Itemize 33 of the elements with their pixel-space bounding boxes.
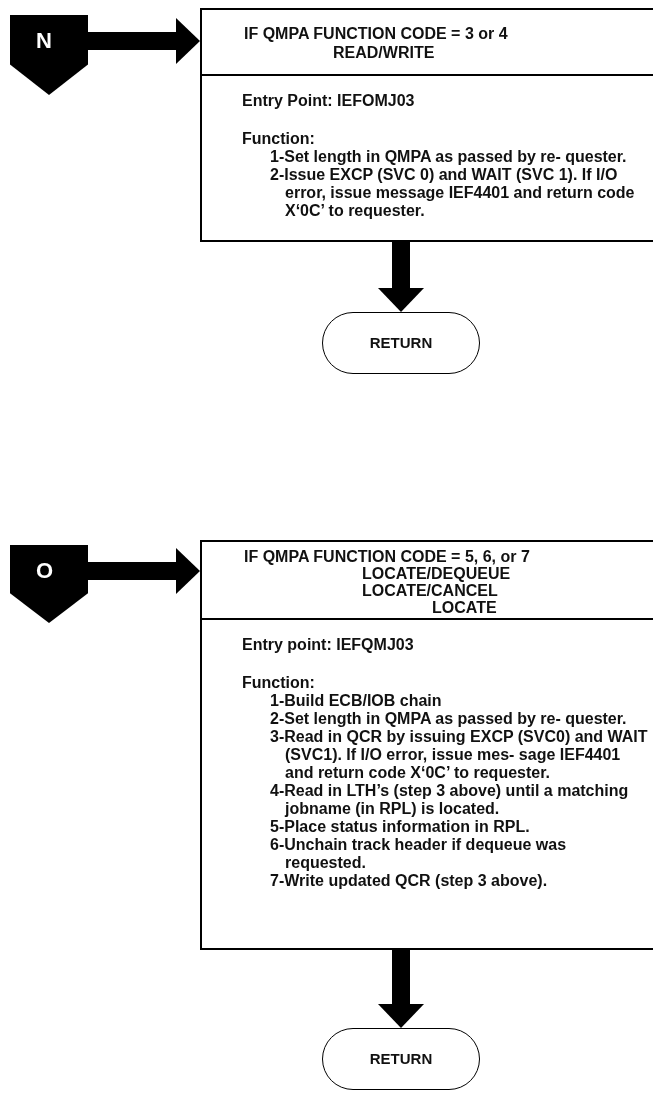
flow-arrow: [378, 950, 424, 1028]
step-text: 3-Read in QCR by issuing EXCP (SVC0) and WAIT (SVC1). If I/O error, issue mes- sage IEF4401 and return code X‘0C’ to requester.: [270, 728, 649, 782]
connector-letter: N: [36, 29, 52, 53]
process-box: [200, 76, 653, 242]
function-heading: Function:: [242, 674, 316, 692]
function-heading: Function:: [242, 130, 316, 148]
condition-header-box: [200, 540, 653, 620]
flow-arrow: [88, 548, 200, 594]
step-text: 1-Build ECB/IOB chain: [270, 692, 443, 710]
step-text: 7-Write updated QCR (step 3 above).: [270, 872, 549, 890]
condition-text: READ/WRITE: [333, 44, 435, 61]
condition-text: LOCATE/DEQUEUE: [362, 565, 511, 582]
step-text: 2-Set length in QMPA as passed by re- quester.: [270, 710, 628, 728]
terminator-label: RETURN: [369, 1050, 433, 1068]
step-text: 2-Issue EXCP (SVC 0) and WAIT (SVC 1). If I/O error, issue message IEF4401 and return code X‘0C’ to requester.: [270, 166, 636, 220]
flow-arrow: [88, 18, 200, 64]
entry-point-text: Entry Point: IEFOMJ03: [242, 92, 416, 110]
step-text: 5-Place status information in RPL.: [270, 818, 531, 836]
step-text: 6-Unchain track header if dequeue was requested.: [270, 836, 568, 872]
condition-text: LOCATE: [432, 599, 497, 616]
off-page-connector: [10, 15, 88, 95]
step-text: 1-Set length in QMPA as passed by re- quester.: [270, 148, 628, 166]
entry-point-text: Entry point: IEFQMJ03: [242, 636, 415, 654]
flow-arrow: [378, 242, 424, 312]
step-text: 4-Read in LTH’s (step 3 above) until a matching jobname (in RPL) is located.: [270, 782, 630, 818]
off-page-connector: [10, 545, 88, 623]
condition-header-box: [200, 8, 653, 76]
connector-letter: O: [36, 559, 54, 583]
condition-text: IF QMPA FUNCTION CODE = 3 or 4: [244, 25, 508, 42]
condition-text: LOCATE/CANCEL: [362, 582, 498, 599]
terminator-label: RETURN: [369, 334, 433, 352]
condition-text: IF QMPA FUNCTION CODE = 5, 6, or 7: [244, 548, 530, 565]
process-box: [200, 620, 653, 950]
